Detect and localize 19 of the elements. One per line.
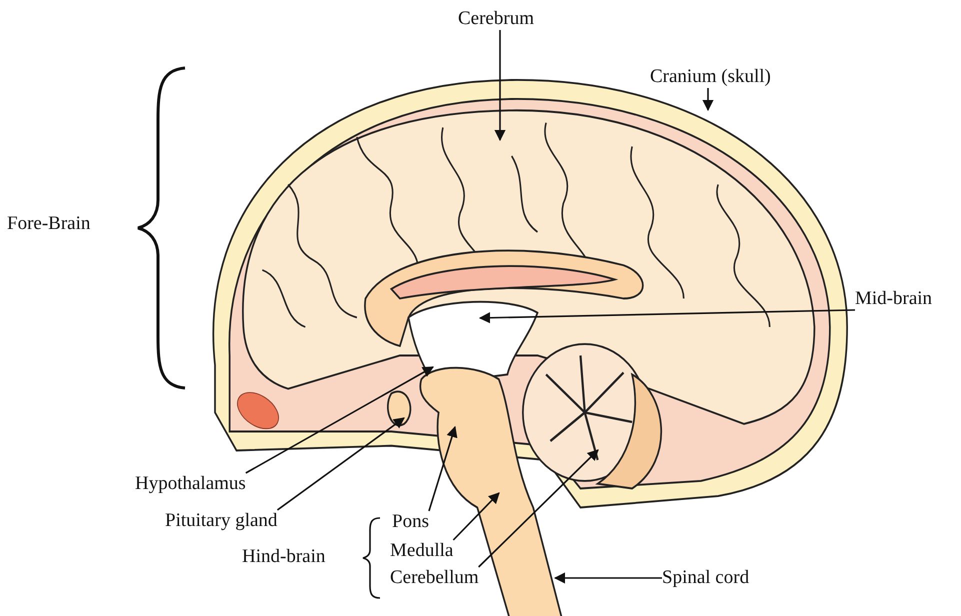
leader-line [554, 572, 662, 584]
part-label: Cerebrum [458, 8, 534, 30]
leader-line [494, 30, 506, 142]
leader-line [428, 426, 458, 512]
part-label: Cerebellum [390, 567, 479, 589]
leader-line [276, 417, 405, 511]
leader-line [245, 366, 434, 474]
part-label: Pituitary gland [165, 510, 278, 532]
part-label: Medulla [390, 540, 454, 562]
leader-line [702, 88, 714, 112]
part-label: Spinal cord [662, 567, 750, 589]
part-label: Hypothalamus [135, 473, 246, 495]
part-label: Pons [392, 511, 429, 533]
region-label: Fore-Brain [7, 213, 90, 235]
leader-line [452, 492, 500, 541]
part-label: Mid-brain [855, 288, 932, 310]
region-label: Hind-brain [242, 546, 326, 568]
leader-line [478, 449, 599, 568]
part-label: Cranium (skull) [650, 66, 771, 88]
